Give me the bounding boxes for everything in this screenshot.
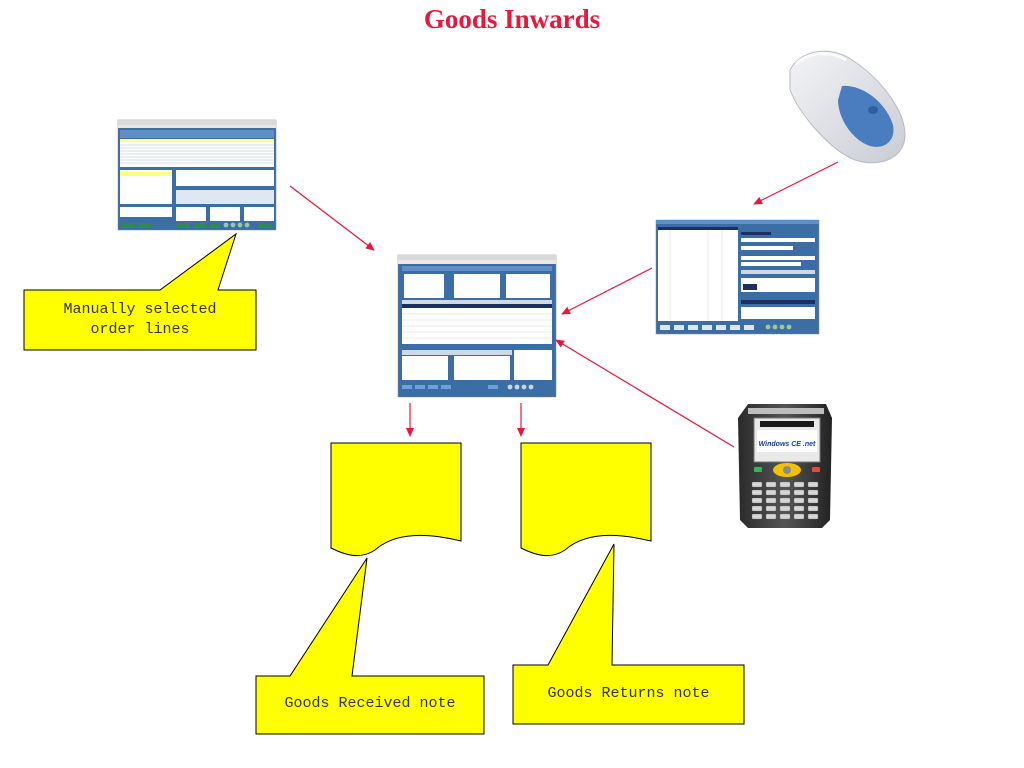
manual-selection-text: Manually selected order lines <box>24 300 256 340</box>
pda-brand-text: Windows CE .net <box>759 441 816 448</box>
arrow-scanner-to-screen <box>753 161 839 205</box>
manual-selection-line-2: order lines <box>90 321 190 338</box>
arrow-scanscreen-to-goods-inwards <box>561 267 653 315</box>
grn-callout <box>255 557 485 735</box>
barcode-scanner-icon <box>789 50 906 164</box>
returns-document <box>520 442 652 557</box>
grn-label: Goods Received note <box>284 695 456 712</box>
scan-input-screenshot <box>655 219 820 335</box>
arrow-orderlines-to-goods-inwards <box>289 185 375 251</box>
handheld-terminal-icon: Windows CE .net <box>738 404 832 528</box>
order-lines-screenshot <box>117 119 277 231</box>
arrow-handheld-to-goods-inwards <box>555 339 735 448</box>
manual-selection-callout <box>23 232 257 351</box>
returns-label: Goods Returns note <box>547 685 710 702</box>
grn-document <box>330 442 462 557</box>
diagram-title: Goods Inwards <box>423 4 601 34</box>
returns-callout <box>512 543 745 725</box>
manual-selection-line-1: Manually selected <box>63 301 217 318</box>
goods-inwards-screenshot <box>397 254 557 398</box>
flow-arrows <box>289 161 839 448</box>
